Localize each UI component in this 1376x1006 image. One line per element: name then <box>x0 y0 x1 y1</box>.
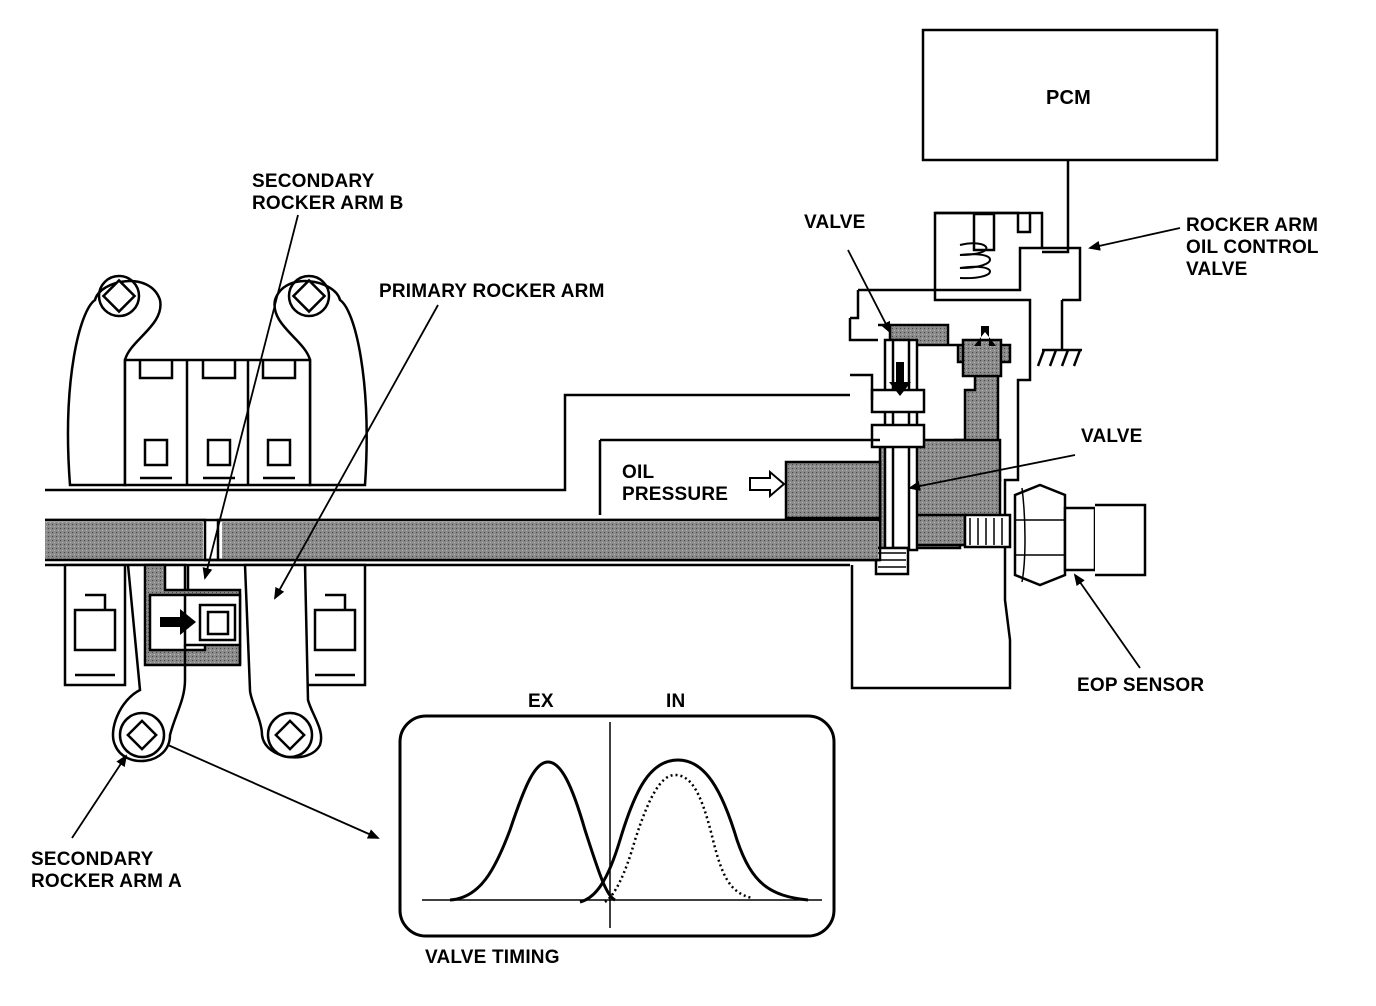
oil-pressure-line-2: PRESSURE <box>622 484 729 505</box>
oil-control-valve-line-3: VALVE <box>1186 259 1248 280</box>
eop-sensor <box>963 483 1147 587</box>
oil-pressure-line-1: OIL <box>622 462 655 483</box>
primary-rocker-arm-label: PRIMARY ROCKER ARM <box>379 281 605 302</box>
secondary-rocker-arm-a-label: SECONDARY ROCKER ARM A <box>31 849 182 893</box>
secondary-rocker-arm-b-label: SECONDARY ROCKER ARM B <box>252 171 404 215</box>
valve-timing-chart <box>398 714 836 938</box>
ex-label: EX <box>528 691 554 712</box>
ex-lift-curve <box>449 760 616 902</box>
rocker-arm-assembly <box>63 274 368 763</box>
valve-mid-label: VALVE <box>1081 426 1143 447</box>
pcm-label: PCM <box>1046 87 1092 109</box>
secondary-rocker-arm-a-line-2: ROCKER ARM A <box>31 871 182 892</box>
leader-lines <box>71 214 1181 839</box>
secondary-rocker-arm-b-line-2: ROCKER ARM B <box>252 193 404 214</box>
oil-control-valve-line-1: ROCKER ARM <box>1186 215 1319 236</box>
secondary-rocker-arm-b-line-1: SECONDARY <box>252 171 375 192</box>
eop-sensor-label: EOP SENSOR <box>1077 675 1205 696</box>
in-lift-curve-high <box>579 758 809 904</box>
rocker-shaft <box>45 393 882 567</box>
rocker-arm-oil-control-valve-label: ROCKER ARM OIL CONTROL VALVE <box>1186 215 1319 281</box>
oil-pressure-arrow <box>749 469 786 499</box>
rocker-arm-oil-control-valve <box>933 211 1082 367</box>
oil-control-valve-line-2: OIL CONTROL <box>1186 237 1319 258</box>
pcm-unit <box>921 28 1219 254</box>
in-label: IN <box>666 691 686 712</box>
secondary-rocker-arm-a-line-1: SECONDARY <box>31 849 154 870</box>
valve-body <box>848 288 1032 690</box>
valve-top-label: VALVE <box>804 212 866 233</box>
oil-pressure-label: OIL PRESSURE <box>622 462 728 506</box>
valve-timing-label: VALVE TIMING <box>425 947 560 968</box>
